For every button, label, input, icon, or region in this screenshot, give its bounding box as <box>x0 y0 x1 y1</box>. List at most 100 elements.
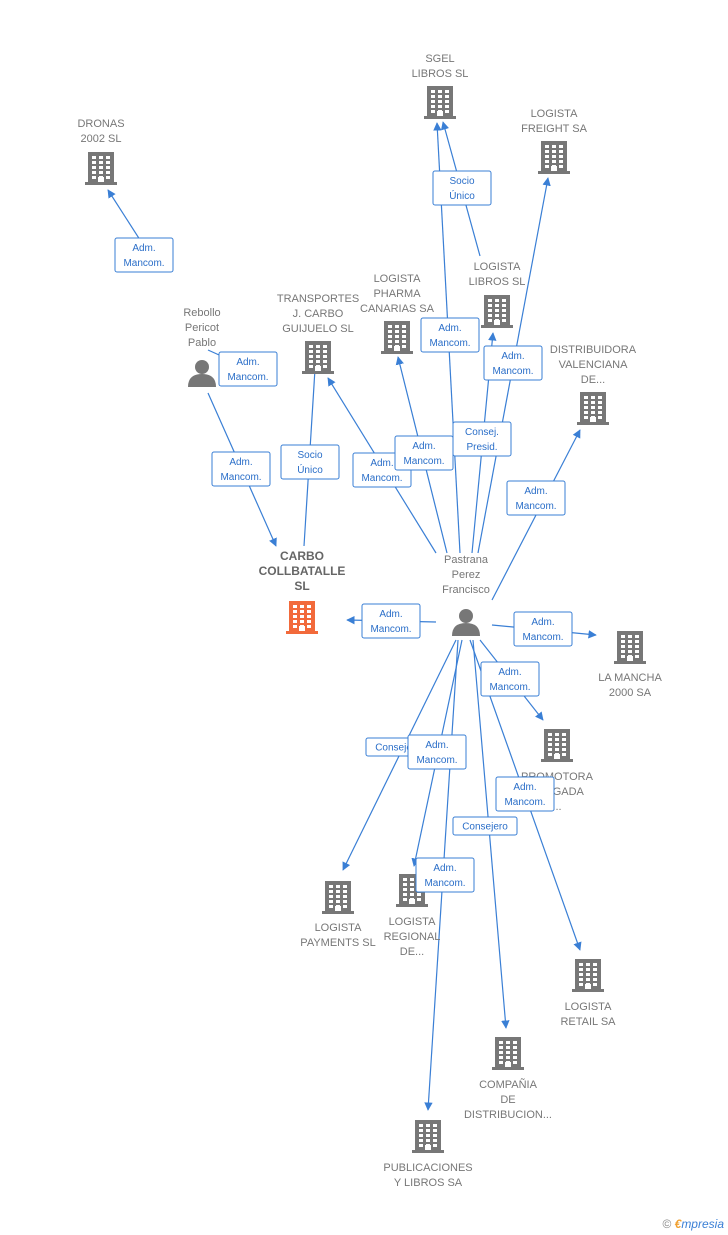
edge-label-pastrana-to-promotora[interactable]: Adm. Mancom. <box>480 661 540 697</box>
company-node-distribuidora[interactable]: DISTRIBUIDORAVALENCIANADE... <box>550 344 637 425</box>
building-icon <box>412 1120 444 1153</box>
node-label: SGEL <box>425 53 454 65</box>
edge-label-pastrana-to-sgel[interactable]: Adm. Mancom. <box>420 317 480 353</box>
edge-label-text: Mancom. <box>522 632 563 643</box>
node-label: VALENCIANA <box>559 359 629 371</box>
edge-label-text: Presid. <box>466 442 497 453</box>
edge-label-text: Único <box>297 463 323 476</box>
edge-label-text: Mancom. <box>424 878 465 889</box>
edge-label-text: Mancom. <box>370 624 411 635</box>
building-icon <box>85 152 117 185</box>
copyright-symbol: © <box>662 1217 672 1231</box>
edge-label-text: Consej. <box>465 427 499 438</box>
building-icon <box>286 601 318 634</box>
company-node-logista_retail[interactable]: LOGISTA RETAIL SA <box>560 959 616 1028</box>
node-label: DISTRIBUIDORA <box>550 344 637 356</box>
edge-label-text: Socio <box>449 176 474 187</box>
node-label: RETAIL SA <box>560 1016 616 1028</box>
edge-label-pastrana-to-logista_pharma[interactable]: Adm.Mancom. <box>394 435 454 471</box>
node-label: ... <box>552 801 561 813</box>
node-label: Perez <box>452 569 481 581</box>
building-icon <box>614 631 646 664</box>
edge-label-text: Socio <box>297 450 322 461</box>
node-label: DE... <box>400 946 424 958</box>
node-label: DE <box>500 1094 515 1106</box>
edge-label-text: Adm. <box>236 357 259 368</box>
node-label: PAYMENTS SL <box>300 937 375 949</box>
edge-label-pastrana-to-carbo[interactable]: Adm. Mancom. <box>361 603 421 639</box>
edge-label-text: Mancom. <box>416 755 457 766</box>
footer-brand: © €mpresia <box>662 1217 724 1231</box>
person-icon <box>452 609 480 636</box>
edge-label-pastrana-to-compania[interactable]: Consejero <box>452 816 518 836</box>
edge-label-text: Adm. <box>501 351 524 362</box>
node-label: COMPAÑIA <box>479 1078 538 1091</box>
edge-label-text: Adm. <box>379 609 402 620</box>
person-icon <box>188 360 216 387</box>
edge-label-pastrana-to-logista_libros[interactable]: Consej. Presid. <box>452 421 512 457</box>
node-label: CANARIAS SA <box>360 303 435 315</box>
node-label: Pericot <box>185 322 219 334</box>
node-label: CARBO <box>280 549 324 563</box>
edge-label-text: Adm. <box>433 863 456 874</box>
edge-label-text: Adm. <box>229 457 252 468</box>
node-label: DRONAS <box>77 118 124 130</box>
node-label: COLLBATALLE <box>259 564 346 578</box>
edge-label-text: Mancom. <box>489 682 530 693</box>
building-icon <box>577 392 609 425</box>
building-icon <box>481 295 513 328</box>
edge-label-pastrana-to-distribuidora[interactable]: Adm. Mancom. <box>506 480 566 516</box>
edge-label-rebollo-to-carbo[interactable]: Adm.Mancom. <box>211 451 271 487</box>
edge-label-pastrana-to-logista_freight[interactable]: Adm. Mancom. <box>483 345 543 381</box>
node-label: Francisco <box>442 584 490 596</box>
node-label: Pastrana <box>444 554 489 566</box>
company-node-compania[interactable]: COMPAÑIADEDISTRIBUCION... <box>464 1037 552 1121</box>
edge-label-text: Mancom. <box>429 338 470 349</box>
edge-label-text: Adm. <box>524 486 547 497</box>
edge-label-pastrana-to-logista_retail[interactable]: Adm.Mancom. <box>495 776 555 812</box>
building-icon <box>302 341 334 374</box>
building-icon <box>381 321 413 354</box>
edge-label-rebollo-to-transportes[interactable]: Adm.Mancom. <box>218 351 278 387</box>
building-icon <box>572 959 604 992</box>
edge-label-text: Adm. <box>498 667 521 678</box>
edge-label-text: Mancom. <box>361 473 402 484</box>
edge-label-text: Adm. <box>132 243 155 254</box>
edge-label-pastrana-to-logista_regional[interactable]: Adm.Mancom. <box>407 734 467 770</box>
edge-label-text: Adm. <box>531 617 554 628</box>
node-label: LOGISTA <box>315 922 363 934</box>
edge-label-text: Consejero <box>462 822 508 833</box>
edge-label-text: Mancom. <box>403 456 444 467</box>
edge-label-text: Adm. <box>513 782 536 793</box>
edge-label-text: Adm. <box>438 323 461 334</box>
edge-label-text: Mancom. <box>492 366 533 377</box>
edge-label-text: Único <box>449 189 475 202</box>
company-node-logista_payments[interactable]: LOGISTA PAYMENTS SL <box>300 881 376 949</box>
edge-label-pastrana-to-publicaciones[interactable]: Adm. Mancom. <box>415 857 475 893</box>
edge-label-text: Mancom. <box>123 258 164 269</box>
node-label: LOGISTA <box>565 1001 613 1013</box>
edge-label-text: Adm. <box>370 458 393 469</box>
node-label: LOGISTA <box>531 108 579 120</box>
node-label: LIBROS SL <box>469 276 526 288</box>
building-icon <box>538 141 570 174</box>
edge-label-rebollo-to-dronas[interactable]: Adm. Mancom. <box>114 237 174 273</box>
building-icon <box>541 729 573 762</box>
edge-label-text: Mancom. <box>515 501 556 512</box>
edge-label-pastrana-to-la_mancha[interactable]: Adm. Mancom. <box>513 611 573 647</box>
company-node-logista_regional[interactable]: LOGISTAREGIONALDE... <box>384 874 441 958</box>
